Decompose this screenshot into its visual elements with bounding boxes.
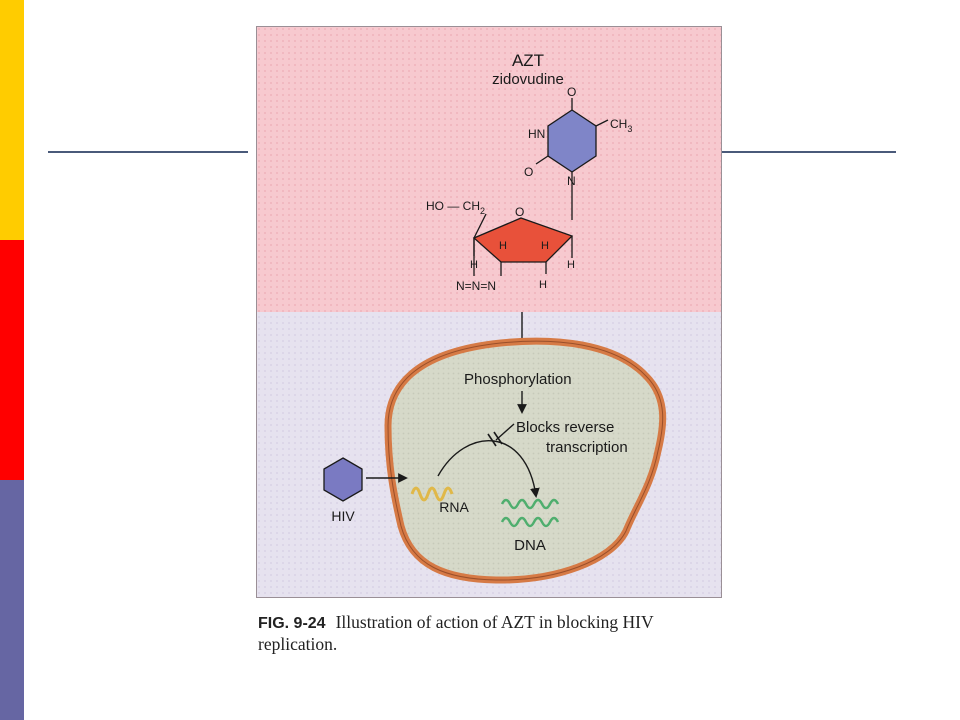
block-bar-1 (487, 433, 497, 447)
accent-stripe-yellow (0, 0, 24, 240)
hiv-virus-icon (323, 457, 363, 502)
top-panel (256, 26, 722, 312)
figure-subtitle: zidovudine (492, 71, 564, 88)
figure-title: AZT (512, 51, 544, 70)
accent-stripe-blue (0, 480, 24, 720)
sugar-ring (472, 217, 574, 263)
rna-strand (410, 486, 454, 502)
label-azide: N=N=N (456, 279, 496, 293)
caption-text: Illustration of action of AZT in blockin… (258, 612, 654, 654)
accent-stripe-red (0, 240, 24, 480)
dna-strand-2 (500, 516, 560, 528)
dna-strand-1 (500, 498, 560, 510)
figure-number: FIG. 9-24 (258, 615, 326, 632)
title-rule-right (722, 151, 896, 153)
phosphorylation-label: Phosphorylation (464, 371, 572, 388)
label-ch3: CH3 (610, 117, 632, 134)
label-h-1: H (499, 240, 507, 252)
block-bar-2 (493, 431, 503, 445)
label-h-5: H (539, 279, 547, 291)
label-o-left: O (524, 165, 533, 179)
title-rule-left (48, 151, 248, 153)
label-h-4: H (567, 259, 575, 271)
label-h-3: H (470, 259, 478, 271)
blocks-label-line1: Blocks reverse (516, 419, 614, 436)
rna-label: RNA (439, 499, 469, 515)
dna-label: DNA (514, 537, 546, 554)
label-o-ring: O (515, 205, 524, 219)
label-n-ring: N (567, 174, 576, 188)
blocks-label-line2: transcription (546, 439, 628, 456)
label-ho-ch2: HO — CH2 (426, 199, 485, 216)
label-o-top: O (567, 85, 576, 99)
hiv-label: HIV (331, 508, 355, 524)
reverse-transcription-arrow (437, 440, 540, 498)
label-hn: HN (528, 127, 545, 141)
block-arrow (495, 423, 515, 441)
label-h-2: H (541, 240, 549, 252)
azt-figure: AZT zidovudine O HN CH3 O N HO — CH2 O H… (256, 26, 722, 598)
